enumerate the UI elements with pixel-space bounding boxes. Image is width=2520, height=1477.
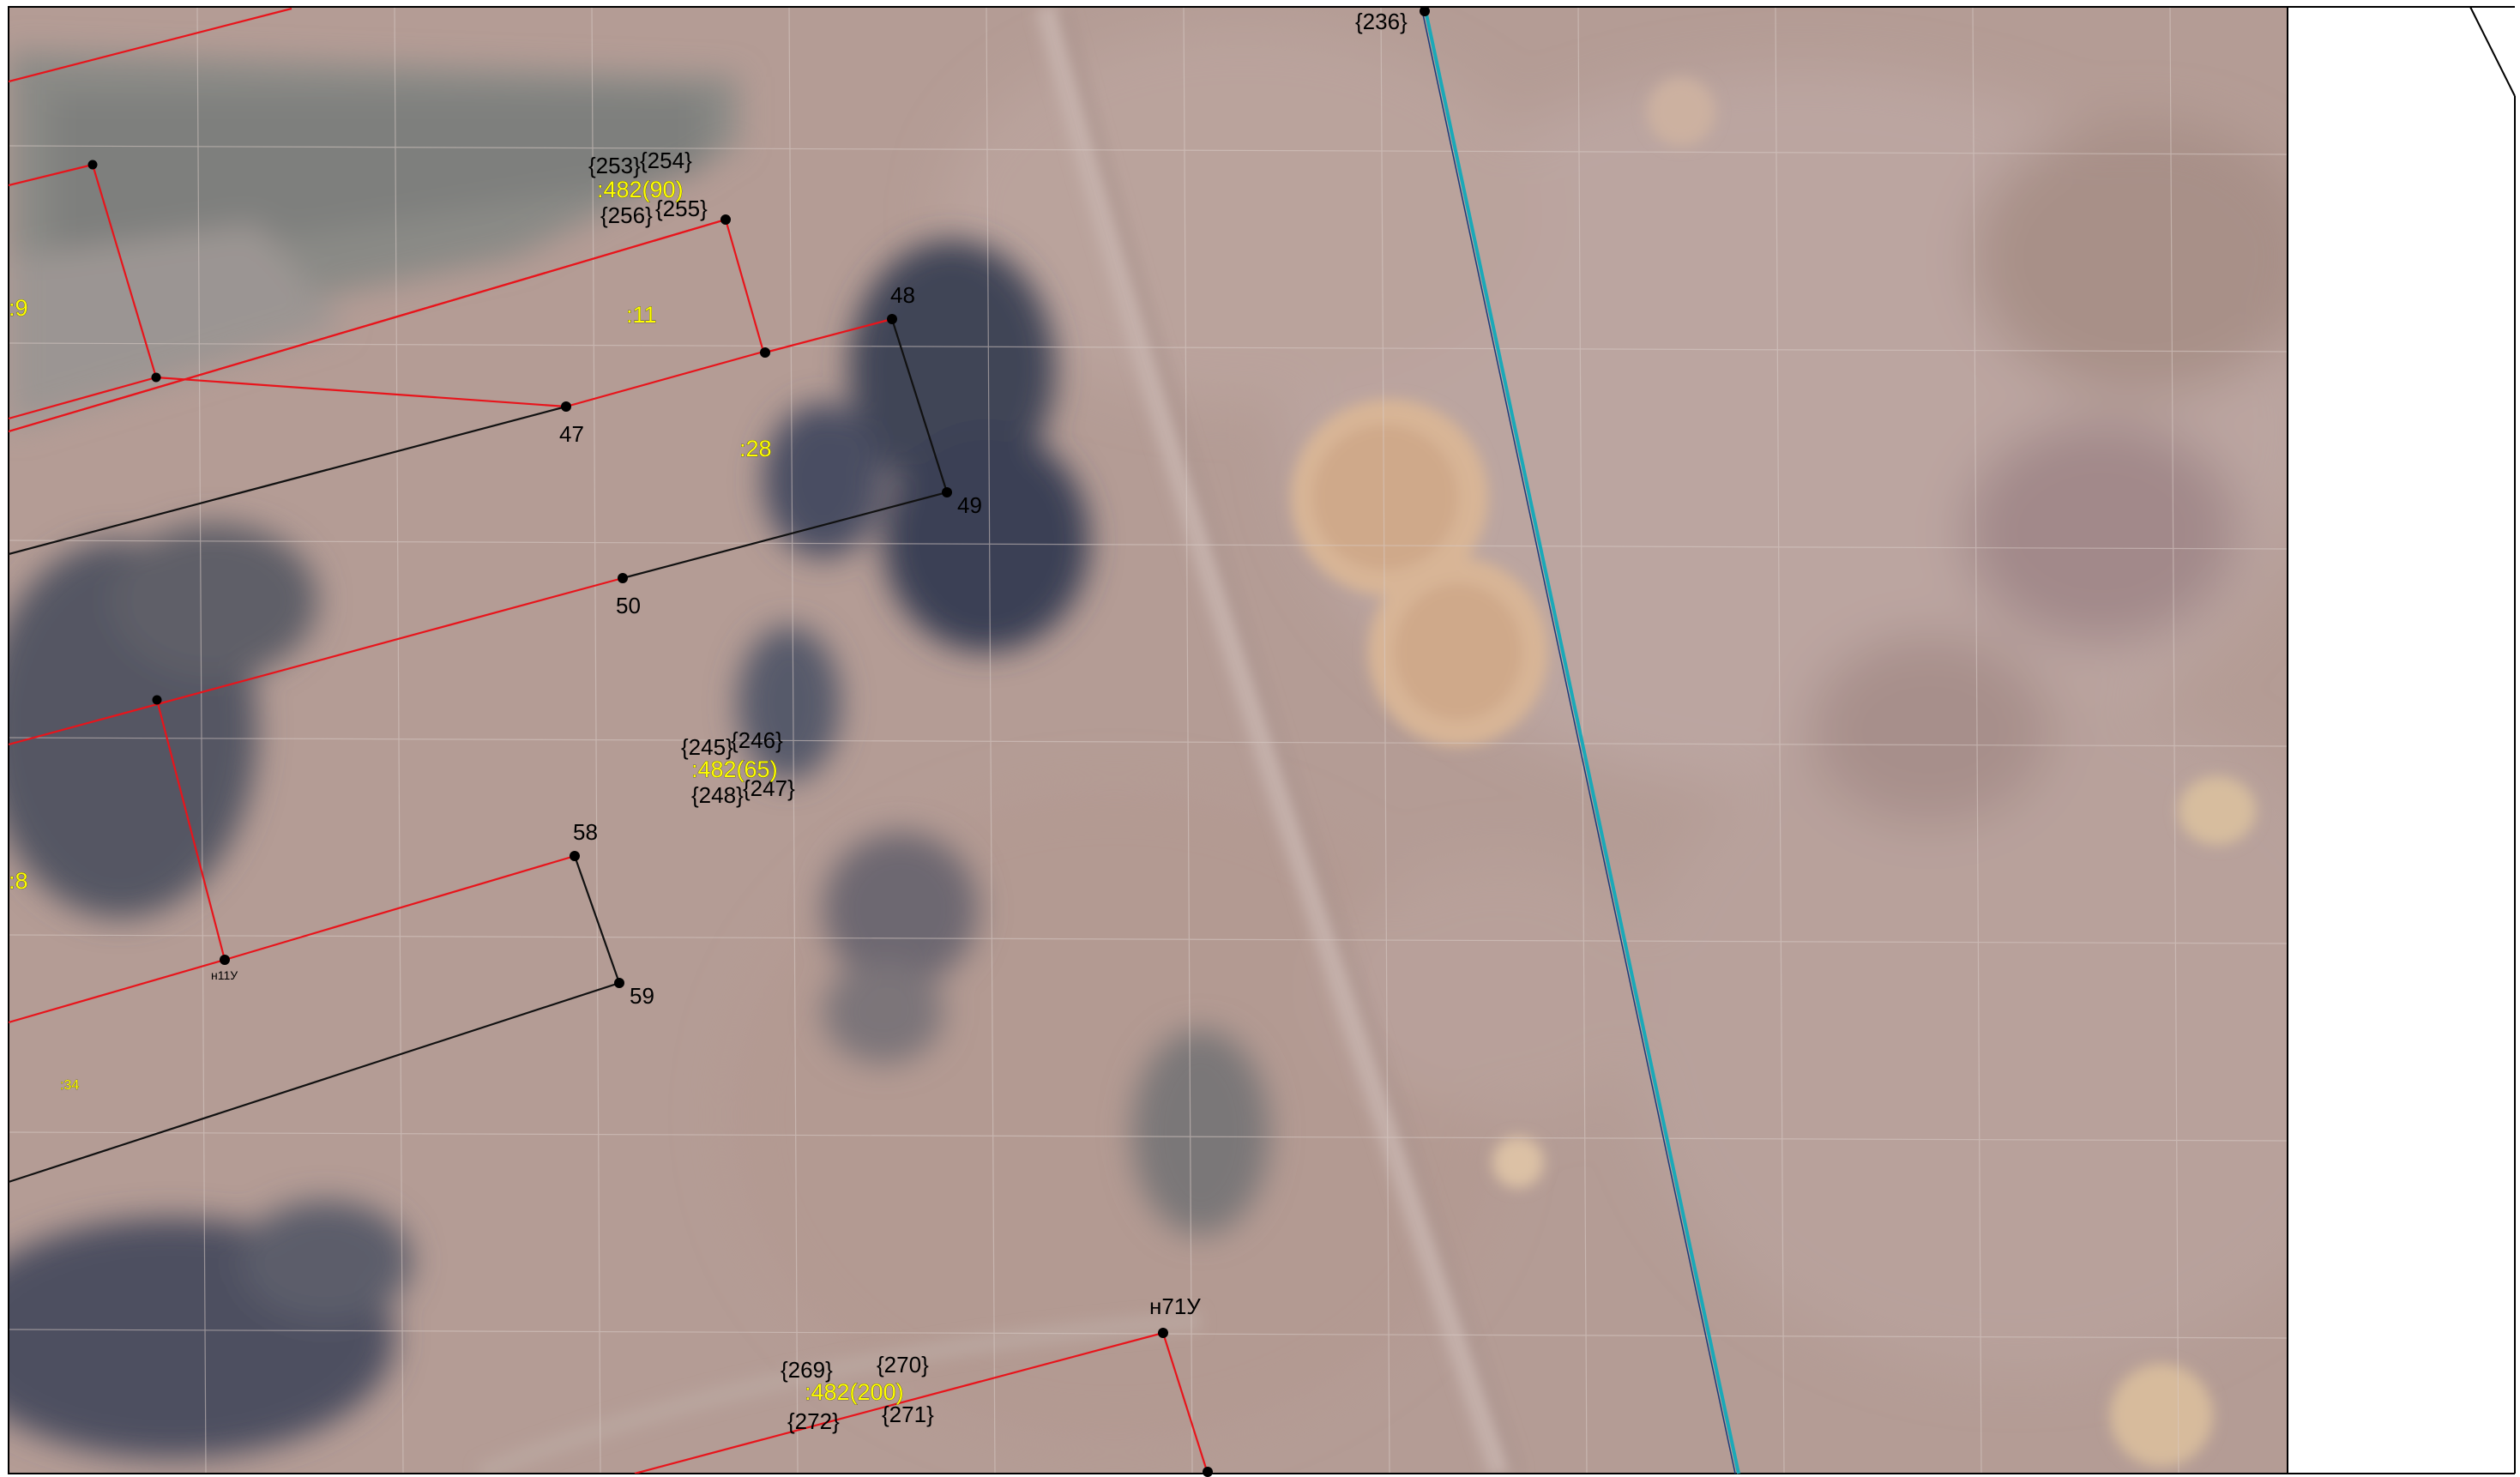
point-label-47: 47	[559, 421, 584, 447]
point-marker	[942, 487, 952, 497]
point-labels: 47 48 49 50 58 59 н11У н71У	[211, 282, 1201, 1319]
brace-label-270: {270}	[877, 1352, 929, 1378]
point-marker	[618, 573, 628, 583]
brace-label-272: {272}	[787, 1408, 840, 1434]
cadastral-label-482-65: :482(65)	[691, 757, 778, 782]
point-marker	[760, 347, 770, 358]
point-marker	[220, 955, 230, 965]
cadastral-label-9: :9	[9, 295, 28, 321]
brace-label-247: {247}	[743, 775, 795, 801]
cadastral-label-11: :11	[626, 302, 657, 328]
point-label-48: 48	[890, 282, 915, 308]
brace-label-254: {254}	[640, 148, 692, 173]
utility-line[interactable]	[1421, 9, 1740, 1474]
point-marker	[152, 695, 162, 705]
point-label-58: 58	[573, 819, 598, 845]
point-marker	[887, 314, 897, 324]
aerial-imagery	[9, 7, 2288, 1474]
brace-label-253: {253}	[588, 153, 641, 178]
point-marker	[1203, 1467, 1213, 1477]
map-frame	[8, 6, 2288, 1474]
cadastral-labels: :9 :11 :28 :8 :34 :482(90) :482(65) :482…	[9, 177, 904, 1406]
sheet-edge-line	[2469, 6, 2516, 97]
point-label-n71u: н71У	[1149, 1293, 1201, 1319]
point-marker	[614, 978, 624, 988]
cadastral-label-8: :8	[9, 868, 28, 894]
boundary-points[interactable]	[87, 6, 1431, 1477]
point-marker	[151, 372, 161, 383]
cadastral-label-482-90: :482(90)	[597, 177, 684, 202]
brace-label-246: {246}	[731, 727, 783, 753]
point-marker	[1420, 6, 1430, 16]
point-marker	[87, 160, 98, 170]
point-label-50: 50	[616, 593, 641, 618]
point-label-n11u: н11У	[211, 968, 238, 982]
brace-label-245: {245}	[681, 734, 733, 760]
cadastral-label-482-200: :482(200)	[805, 1379, 904, 1405]
point-label-49: 49	[957, 492, 982, 518]
brace-labels: {236} {253} {254} {256} {255} {245} {246…	[588, 9, 1408, 1434]
brace-label-271: {271}	[882, 1402, 934, 1427]
point-marker	[570, 851, 580, 861]
brace-label-255: {255}	[655, 196, 708, 221]
brace-label-236: {236}	[1355, 9, 1408, 34]
brace-label-269: {269}	[781, 1357, 833, 1383]
point-marker	[720, 214, 731, 225]
point-marker	[1158, 1328, 1168, 1338]
cadastral-label-28: :28	[739, 436, 772, 461]
brace-label-256: {256}	[600, 202, 653, 228]
brace-label-248: {248}	[691, 782, 744, 808]
point-label-59: 59	[630, 983, 654, 1009]
point-marker	[561, 401, 571, 412]
cadastral-label-34: :34	[60, 1078, 79, 1093]
